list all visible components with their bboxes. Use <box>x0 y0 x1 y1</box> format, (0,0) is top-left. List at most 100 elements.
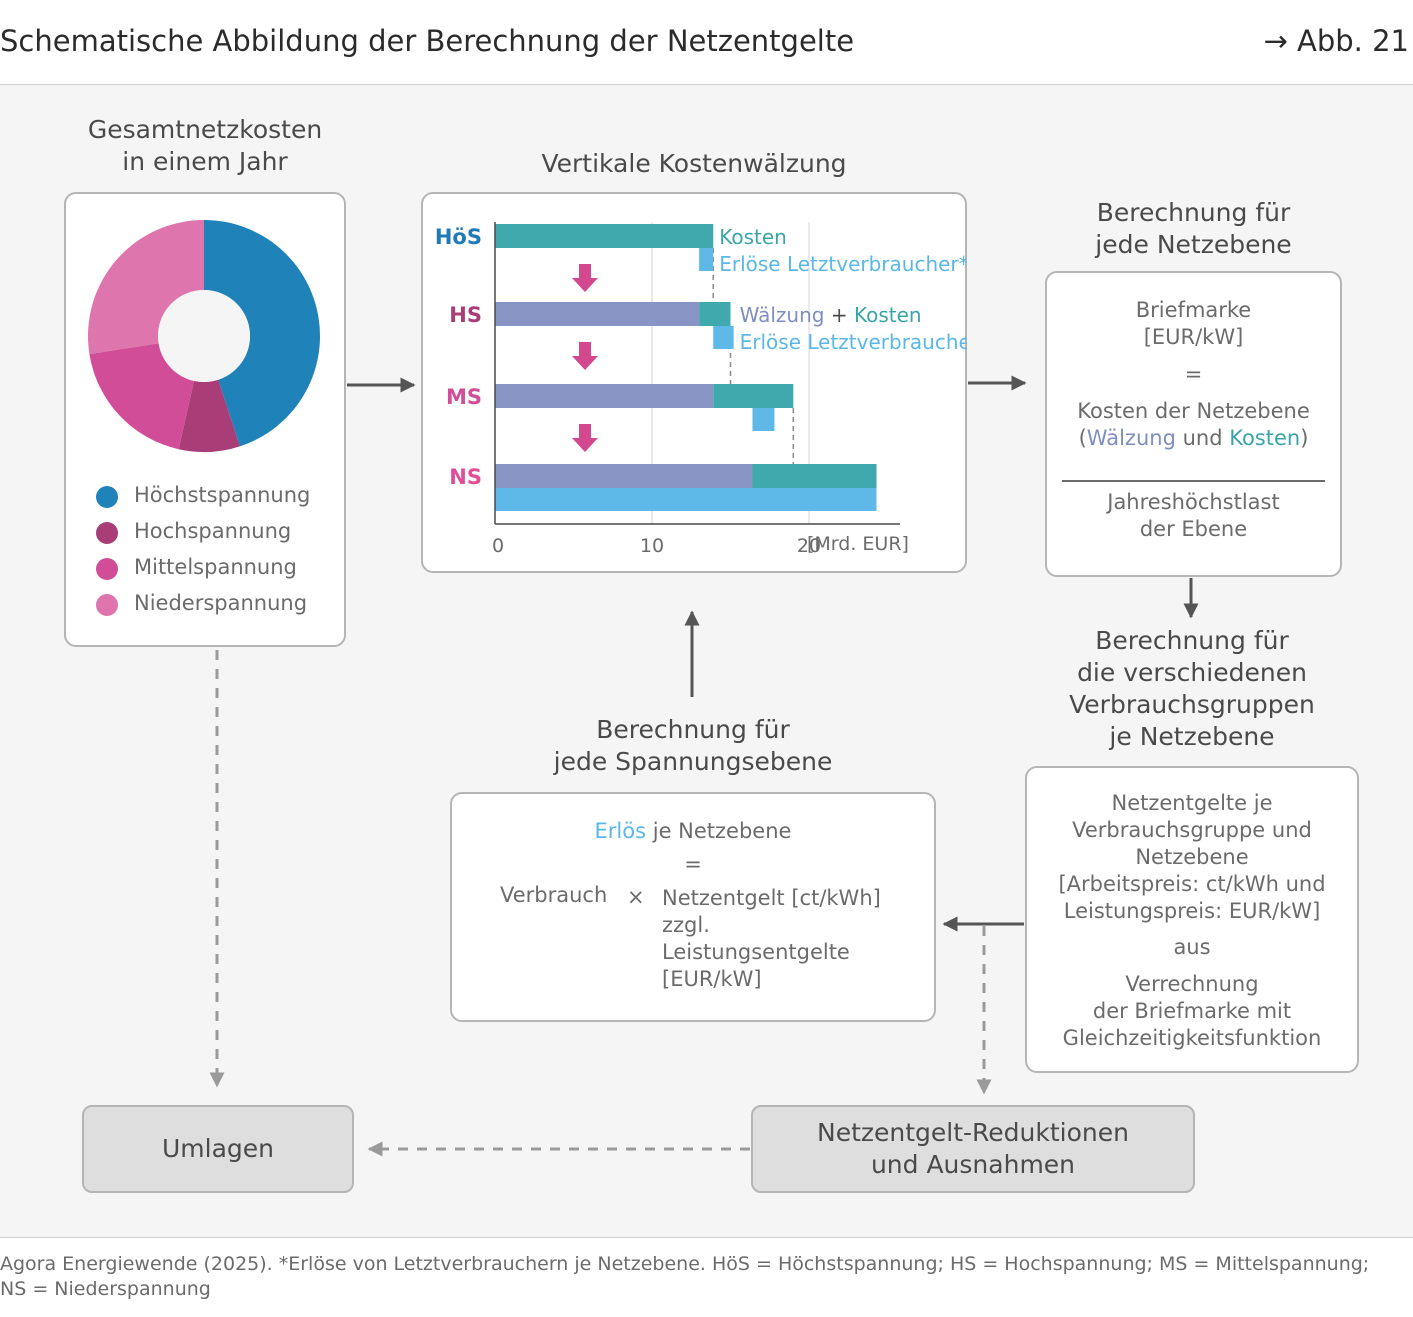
verbrauch-term: Verbrauch <box>500 883 608 907</box>
paren-close: ) <box>1300 426 1309 450</box>
bar-kosten <box>752 464 877 488</box>
bar-kosten <box>495 224 714 248</box>
vg-aus: aus <box>1173 935 1211 959</box>
vg-line8: Gleichzeitigkeitsfunktion <box>1062 1026 1322 1050</box>
figure-reference: → Abb. 21 <box>1263 24 1409 58</box>
reduktionen-line2: und Ausnahmen <box>870 1150 1076 1179</box>
bar-kosten <box>713 384 794 408</box>
bar-erloese <box>495 488 877 511</box>
vg-line5: Leistungspreis: EUR/kW] <box>1063 899 1321 923</box>
bar-annotation: Erlöse Letztverbraucher* <box>740 330 967 354</box>
legend-label: Hochspannung <box>134 519 292 543</box>
donut-segment-0 <box>204 220 320 447</box>
cascade-heading: Vertikale Kostenwälzung <box>541 149 847 178</box>
netzebene-box <box>1045 271 1342 577</box>
briefmarke-formula: Briefmarke [EUR/kW] = Kosten der Netzebe… <box>1045 297 1342 452</box>
denominator: Jahreshöchstlast der Ebene <box>1045 489 1342 543</box>
legend-label: Höchstspannung <box>134 483 311 507</box>
se-right-line1: Netzentgelt [ct/kWh] <box>662 886 881 910</box>
vg-line7: der Briefmarke mit <box>1092 999 1292 1023</box>
footnote: Agora Energiewende (2025). *Erlöse von L… <box>0 1253 1370 1300</box>
legend-label: Mittelspannung <box>134 555 297 579</box>
x-unit-label: [Mrd. EUR] <box>807 533 909 555</box>
vg-heading-line4: je Netzebene <box>1109 722 1275 751</box>
legend-swatch <box>96 594 118 616</box>
cascade-down-arrow <box>572 424 598 452</box>
vg-line3: Netzebene <box>1135 845 1249 869</box>
donut-heading-line1: Gesamtnetzkosten <box>87 115 323 144</box>
kosten-breakdown: (Wälzung und Kosten) <box>1045 425 1342 452</box>
erloes-line: Erlös je Netzebene <box>450 818 936 845</box>
donut-heading-line2: in einem Jahr <box>122 147 288 176</box>
legend-swatch <box>96 486 118 508</box>
briefmarke-label: Briefmarke <box>1135 298 1252 322</box>
se-right-line4: [EUR/kW] <box>662 967 762 991</box>
bar-annotation: Erlöse Letztverbraucher* <box>719 252 967 276</box>
cascade-down-arrow <box>572 342 598 370</box>
bar-erloese <box>699 248 714 271</box>
se-equals: = <box>684 852 702 876</box>
umlagen-label: Umlagen <box>161 1134 274 1163</box>
level-label: HöS <box>435 225 482 249</box>
donut-segment-3 <box>88 220 204 355</box>
reduktionen-line1: Netzentgelt-Reduktionen <box>817 1118 1129 1147</box>
se-right-line2: zzgl. <box>662 913 710 937</box>
level-label: MS <box>446 385 482 409</box>
netzebene-heading-line2: jede Netzebene <box>1095 230 1292 259</box>
bar-erloese <box>713 326 734 349</box>
se-heading-line1: Berechnung für <box>596 715 790 744</box>
spannungsebene-box <box>450 792 936 1022</box>
kosten-der-netzebene: Kosten der Netzebene <box>1077 399 1310 423</box>
legend-swatch <box>96 522 118 544</box>
paren-open: ( <box>1078 426 1087 450</box>
kosten-term: Kosten <box>1229 426 1301 450</box>
spannungsebene-heading: Berechnung für jede Spannungsebene <box>450 714 936 778</box>
bar-waelzung <box>495 464 753 488</box>
waelzung-term: Wälzung <box>1086 426 1176 450</box>
header-rule <box>0 84 1413 85</box>
vg-line2: Verbrauchsgruppe und <box>1072 818 1312 842</box>
page-title: Schematische Abbildung der Berechnung de… <box>0 24 855 58</box>
donut-hole <box>158 290 250 382</box>
vg-heading-line1: Berechnung für <box>1095 626 1289 655</box>
equals-sign: = <box>1184 362 1203 386</box>
netzebene-heading: Berechnung für jede Netzebene <box>1045 197 1342 261</box>
fraction-line <box>1062 480 1325 482</box>
cascade-down-arrow <box>572 264 598 292</box>
legend-label: Niederspannung <box>134 591 308 615</box>
bar-annotation: Wälzung + Kosten <box>740 303 922 327</box>
vg-heading-line3: Verbrauchsgruppen <box>1069 690 1315 719</box>
donut-segment-2 <box>89 343 194 450</box>
reduktionen-box: Netzentgelt-Reduktionen und Ausnahmen <box>751 1105 1195 1193</box>
und-term: und <box>1175 426 1230 450</box>
level-label: NS <box>449 465 482 489</box>
footer-rule <box>0 1237 1413 1238</box>
umlagen-box: Umlagen <box>82 1105 354 1193</box>
x-tick-label: 10 <box>640 535 664 557</box>
netzentgelt-term: Netzentgelt [ct/kWh] zzgl. Leistungsentg… <box>662 885 881 993</box>
briefmarke-unit: [EUR/kW] <box>1143 325 1244 349</box>
bar-kosten <box>699 302 731 326</box>
verbrauchsgruppen-heading: Berechnung für die verschiedenen Verbrau… <box>1025 625 1359 753</box>
level-label: HS <box>449 303 482 327</box>
verbrauchsgruppen-box <box>1025 766 1359 1073</box>
vg-line6: Verrechnung <box>1125 972 1259 996</box>
vg-line4: [Arbeitspreis: ct/kWh und <box>1058 872 1326 896</box>
times-sign: × <box>627 885 645 909</box>
je-netzebene-term: je Netzebene <box>646 819 792 843</box>
bar-waelzung <box>495 302 700 326</box>
donut-segment-1 <box>178 379 240 452</box>
vg-heading-line2: die verschiedenen <box>1077 658 1307 687</box>
netzebene-heading-line1: Berechnung für <box>1096 198 1291 227</box>
x-tick-label: 0 <box>492 535 504 557</box>
bar-annotation: Kosten <box>719 225 787 249</box>
bar-erloese <box>752 408 775 431</box>
legend-swatch <box>96 558 118 580</box>
vg-line1: Netzentgelte je <box>1111 791 1273 815</box>
erloes-term: Erlös <box>594 819 647 843</box>
donut-chart <box>88 220 320 452</box>
bar-waelzung <box>495 384 714 408</box>
x-tick-label: 20 <box>797 535 821 557</box>
